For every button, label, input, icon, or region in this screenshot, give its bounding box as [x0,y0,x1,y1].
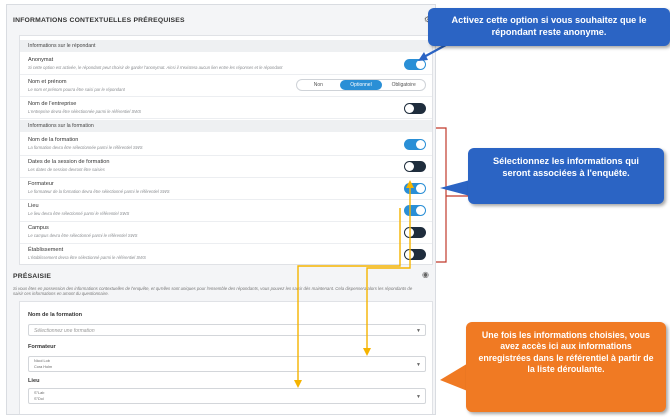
formateur-toggle[interactable] [404,183,426,194]
entreprise-help: L'entreprise devra être sélectionnée par… [28,109,141,114]
row-formation-2: Formateur Le formateur de la formation d… [20,178,432,200]
row-help: L'établissement devra être sélectionné p… [28,255,146,260]
row-help: Le lieu devra être sélectionné parmi le … [28,211,130,216]
lieu-select[interactable]: S°Lab S°Dol ▼ [28,388,426,404]
chevron-down-icon: ▼ [416,362,421,368]
contextual-title: INFORMATIONS CONTEXTUELLES PRÉREQUISES [13,17,185,24]
chevron-down-icon: ▼ [416,328,421,334]
seg-obligatoire[interactable]: Obligatoire [391,82,416,88]
lieu-option-1: S°Lab [34,391,45,395]
respondent-subheader: Informations sur le répondant [20,40,432,52]
presaisie-info: Si vous êtes en possession des informati… [13,286,413,296]
yellow-arrow-lieu [297,208,401,384]
callout-dropdown: Une fois les informations choisies, vous… [466,322,666,412]
anonymat-toggle[interactable] [404,59,426,70]
training-subheader: Informations sur la formation [20,120,432,132]
eye-icon[interactable]: ◉ [422,270,429,279]
seg-optionnel[interactable]: Optionnel [339,80,383,90]
row-label: Nom de la formation [28,137,79,143]
yellow-arrow-formateur [366,184,411,352]
contextual-card: Informations sur le répondant Anonymat S… [19,35,433,265]
entreprise-label: Nom de l'entreprise [28,101,77,107]
blue-arrow-head [418,52,428,61]
row-label: Lieu [28,203,39,209]
nom-label: Nom et prénom [28,79,67,85]
anonymat-help: Si cette option est activée, le répondan… [28,65,283,70]
row-entreprise: Nom de l'entreprise L'entreprise devra ê… [20,98,432,119]
entreprise-toggle[interactable] [404,103,426,114]
row-label: Campus [28,225,49,231]
dates-toggle[interactable] [404,161,426,172]
orange-arrow-head [440,362,470,392]
lieu-option-2: S°Dol [34,397,44,401]
formateur-select[interactable]: Nicol Lob Cora Holm ▼ [28,356,426,372]
row-help: Les dates de session devront être saisie… [28,167,105,172]
yellow-arrowhead-2 [294,380,302,388]
row-nom: Nom et prénom Le nom et prénom pourra êt… [20,76,432,97]
formateur-option-1: Nicol Lob [34,359,50,363]
row-formation-1: Dates de la session de formation Les dat… [20,156,432,178]
blue-arrow-2 [440,180,470,196]
callout-anonymat: Activez cette option si vous souhaitez q… [428,8,670,46]
formation-field-label: Nom de la formation [28,312,83,318]
lieu-toggle[interactable] [404,205,426,216]
red-bracket [436,127,447,263]
row-formation-3: Lieu Le lieu devra être sélectionné parm… [20,200,432,222]
row-formation-0: Nom de la formation La formation devra ê… [20,134,432,156]
formation-toggle[interactable] [404,139,426,150]
lieu-field-label: Lieu [28,378,40,384]
row-help: Le formateur de la formation devra être … [28,189,170,194]
chevron-down-icon: ▼ [416,394,421,400]
formateur-option-2: Cora Holm [34,365,53,369]
row-label: Formateur [28,181,54,187]
formation-select[interactable]: Sélectionnez une formation ▼ [28,324,426,336]
formation-placeholder: Sélectionnez une formation [34,328,95,334]
settings-panel: INFORMATIONS CONTEXTUELLES PRÉREQUISES ⚙… [6,4,436,415]
row-label: Dates de la session de formation [28,159,110,165]
row-anonymat: Anonymat Si cette option est activée, le… [20,54,432,75]
callout-select-info: Sélectionnez les informations qui seront… [468,148,664,204]
nom-segmented-control: Non Optionnel Obligatoire [296,79,426,91]
row-help: Le campus devra être sélectionné parmi l… [28,233,138,238]
anonymat-label: Anonymat [28,57,54,63]
yellow-arrowhead-3 [406,180,414,188]
presaisie-card: Nom de la formation Sélectionnez une for… [19,301,433,414]
yellow-arrowhead-1 [363,348,371,356]
row-help: La formation devra être sélectionnée par… [28,145,143,150]
presaisie-title: PRÉSAISIE [13,273,52,280]
row-label: Établissement [28,247,64,253]
seg-non[interactable]: Non [313,82,323,88]
gear-icon[interactable]: ⚙ [424,15,431,24]
formateur-field-label: Formateur [28,344,56,350]
nom-help: Le nom et prénom pourra être saisi par l… [28,87,125,92]
